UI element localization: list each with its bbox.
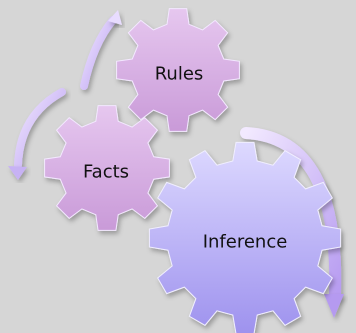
arrow-right-curve (240, 127, 342, 301)
inference-gear (148, 141, 342, 333)
facts-gear (44, 105, 170, 231)
arrow-top-curve (80, 16, 117, 90)
arrow-left-curve (14, 88, 66, 169)
arrow-top-head (108, 10, 122, 25)
arrow-left-head (8, 166, 27, 180)
rules-gear (116, 8, 240, 132)
arrow-right-head (324, 294, 344, 318)
